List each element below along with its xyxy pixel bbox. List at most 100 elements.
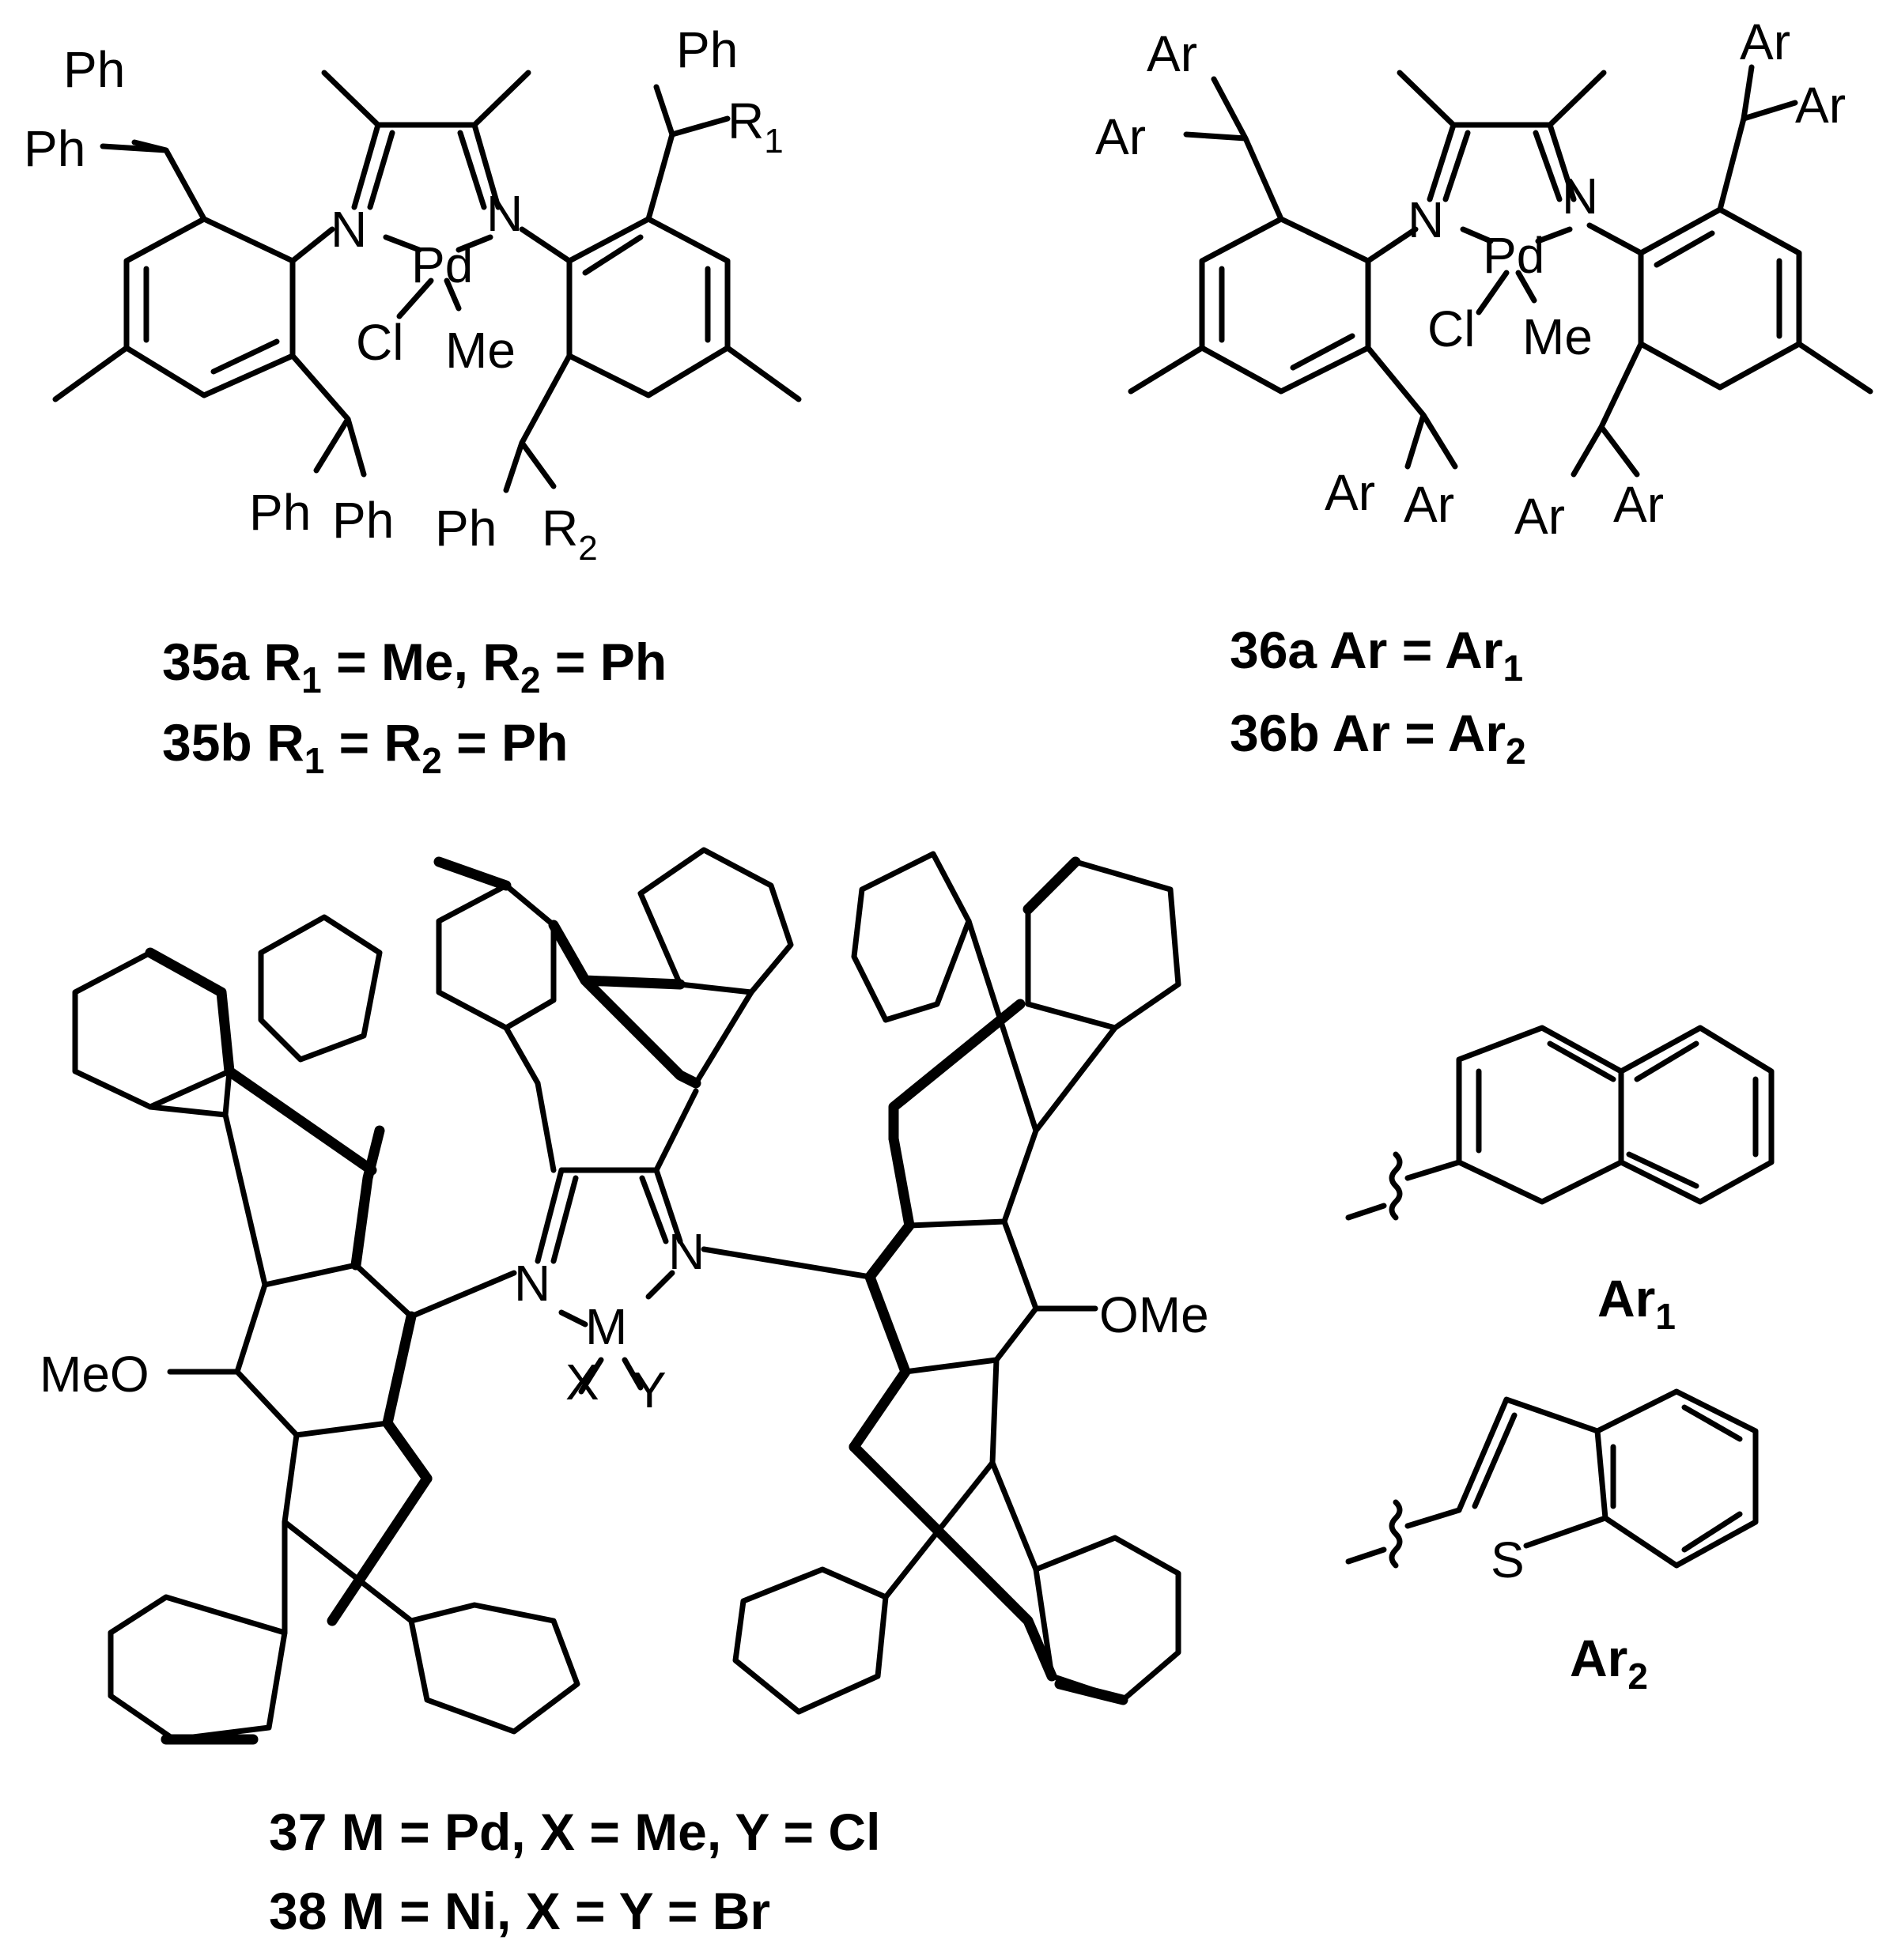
ar2-benzothienyl-structure: S xyxy=(1345,1388,1759,1588)
ar1-naphthyl-structure xyxy=(1345,1025,1775,1221)
x-ligand-37: X xyxy=(565,1354,599,1411)
right-upper-ring-a xyxy=(851,851,972,1023)
me-group-35: Me xyxy=(445,322,516,379)
ph-label-35-e: Ph xyxy=(435,500,497,557)
right-upper-bold xyxy=(888,856,1081,1144)
right-lower-ring-b xyxy=(1033,1535,1181,1703)
right-lower-ring-a xyxy=(732,1566,889,1715)
right-aryl-ring xyxy=(566,216,731,398)
methoxy-left: MeO xyxy=(40,1346,149,1403)
metal-bonds-36 xyxy=(1460,226,1573,315)
caption-37: 37 M = Pd, X = Me, Y = Cl xyxy=(269,1803,880,1861)
metal-atom-37: M xyxy=(585,1298,627,1355)
left-lower-ring-a xyxy=(108,1594,288,1743)
benzo-ring xyxy=(1594,1388,1759,1569)
me-group-36: Me xyxy=(1522,308,1593,365)
n2-atom-35: N xyxy=(486,185,523,242)
top-center-bridge xyxy=(503,989,754,1086)
caption-35a: 35a R1 = Me, R2 = Ph xyxy=(162,633,667,701)
top-center-ring-left xyxy=(436,882,557,1031)
diimine-backbone-36 xyxy=(1397,70,1607,128)
metal-bonds xyxy=(383,234,493,319)
caption-36a: 36a Ar = Ar1 xyxy=(1230,621,1523,689)
ar-label-36-e: Ar xyxy=(1514,488,1565,545)
right-aryl-inner-36 xyxy=(1654,230,1782,339)
naphthyl-ring-b xyxy=(1618,1025,1775,1205)
right-aryl-subst-36 xyxy=(1571,64,1873,478)
left-upper-bold xyxy=(145,947,377,1176)
left-upper-ring-a xyxy=(72,950,232,1110)
compound-35-structure: N N Pd Cl Me Ph Ph Ph Ph Ph Ph R1 R2 xyxy=(24,21,802,568)
benzo-inner-bonds xyxy=(1610,1404,1743,1553)
left-aryl-inner-36 xyxy=(1219,266,1355,371)
ar-label-36-c: Ar xyxy=(1325,464,1375,521)
ar2-label: Ar2 xyxy=(1570,1629,1648,1697)
r1-label-35: R1 xyxy=(728,93,784,161)
left-aryl-substituent-bonds xyxy=(52,139,367,478)
left-aryl-ring xyxy=(123,216,296,398)
right-arm-bold-bonds xyxy=(849,1133,915,1452)
compound-37-structure: N N M X Y MeO OMe xyxy=(40,847,1209,1745)
n1-atom-37: N xyxy=(514,1255,550,1312)
benzothienyl-wavy-bond xyxy=(1389,1499,1403,1569)
ph-label-35-f: Ph xyxy=(676,21,738,78)
ph-label-35-a: Ph xyxy=(63,41,125,98)
top-center-bold-bonds xyxy=(433,856,701,1089)
ar-label-36-b: Ar xyxy=(1095,108,1146,165)
left-lower-bridge xyxy=(282,1432,414,1636)
ar-label-36-g: Ar xyxy=(1740,13,1790,70)
caption-35b: 35b R1 = R2 = Ph xyxy=(162,713,568,781)
benzothienyl-attach-bond xyxy=(1404,1507,1462,1529)
left-arm-links xyxy=(167,1270,517,1375)
ph-label-35-c: Ph xyxy=(249,484,311,541)
y-ligand-37: Y xyxy=(633,1361,667,1418)
right-arm-links xyxy=(701,1246,1098,1312)
n1-atom-36: N xyxy=(1408,191,1444,248)
n2-atom-37: N xyxy=(668,1223,705,1280)
left-lower-bold xyxy=(161,1418,433,1745)
pd-atom-35: Pd xyxy=(411,236,473,293)
right-lower-bold xyxy=(849,1441,1128,1705)
ar1-label: Ar1 xyxy=(1597,1269,1676,1337)
left-aryl-ring-36 xyxy=(1199,216,1371,395)
sulfur-atom: S xyxy=(1491,1531,1525,1588)
caption-38: 38 M = Ni, X = Y = Br xyxy=(269,1882,770,1940)
right-lower-bridge xyxy=(883,1357,1039,1600)
left-upper-ring-b xyxy=(258,914,383,1063)
left-lower-ring-b xyxy=(408,1602,580,1735)
thiophene-ring xyxy=(1456,1396,1608,1549)
pd-atom-36: Pd xyxy=(1483,227,1544,284)
ar-label-36-a: Ar xyxy=(1147,25,1197,82)
cl-atom-36: Cl xyxy=(1427,300,1475,357)
central-bridge-bonds xyxy=(535,1080,699,1173)
ar-label-36-f: Ar xyxy=(1613,476,1664,533)
ar-label-36-h: Ar xyxy=(1795,77,1846,134)
naphthyl-attach-bond xyxy=(1404,1159,1462,1181)
left-central-benzene xyxy=(234,1262,414,1438)
methoxy-right: OMe xyxy=(1099,1286,1209,1343)
naphthyl-inner-bonds xyxy=(1476,1040,1759,1189)
ph-label-35-b: Ph xyxy=(24,120,85,177)
naphthyl-ring-a xyxy=(1456,1025,1624,1205)
central-imine-bonds xyxy=(535,1167,683,1264)
left-aryl-inner-bonds xyxy=(143,266,280,375)
r2-label-35: R2 xyxy=(542,500,598,568)
naphthyl-stub xyxy=(1345,1203,1387,1221)
right-aryl-substituent-bonds xyxy=(503,84,802,493)
top-center-ring-right xyxy=(637,847,794,995)
ph-label-35-d: Ph xyxy=(332,492,394,549)
n2-atom-36: N xyxy=(1562,168,1598,225)
naphthyl-wavy-bond xyxy=(1389,1151,1403,1221)
ar-label-36-d: Ar xyxy=(1404,476,1454,533)
imine-double-bond-left xyxy=(351,122,395,210)
benzothienyl-stub xyxy=(1345,1546,1387,1565)
right-aryl-ring-36 xyxy=(1638,206,1802,391)
right-aryl-inner-bonds xyxy=(582,234,711,343)
imine-bonds-36 xyxy=(1427,122,1577,202)
n1-atom-35: N xyxy=(331,201,367,258)
central-metal-bonds xyxy=(558,1270,675,1395)
diimine-backbone xyxy=(321,70,531,128)
left-upper-bridge xyxy=(147,1068,268,1288)
